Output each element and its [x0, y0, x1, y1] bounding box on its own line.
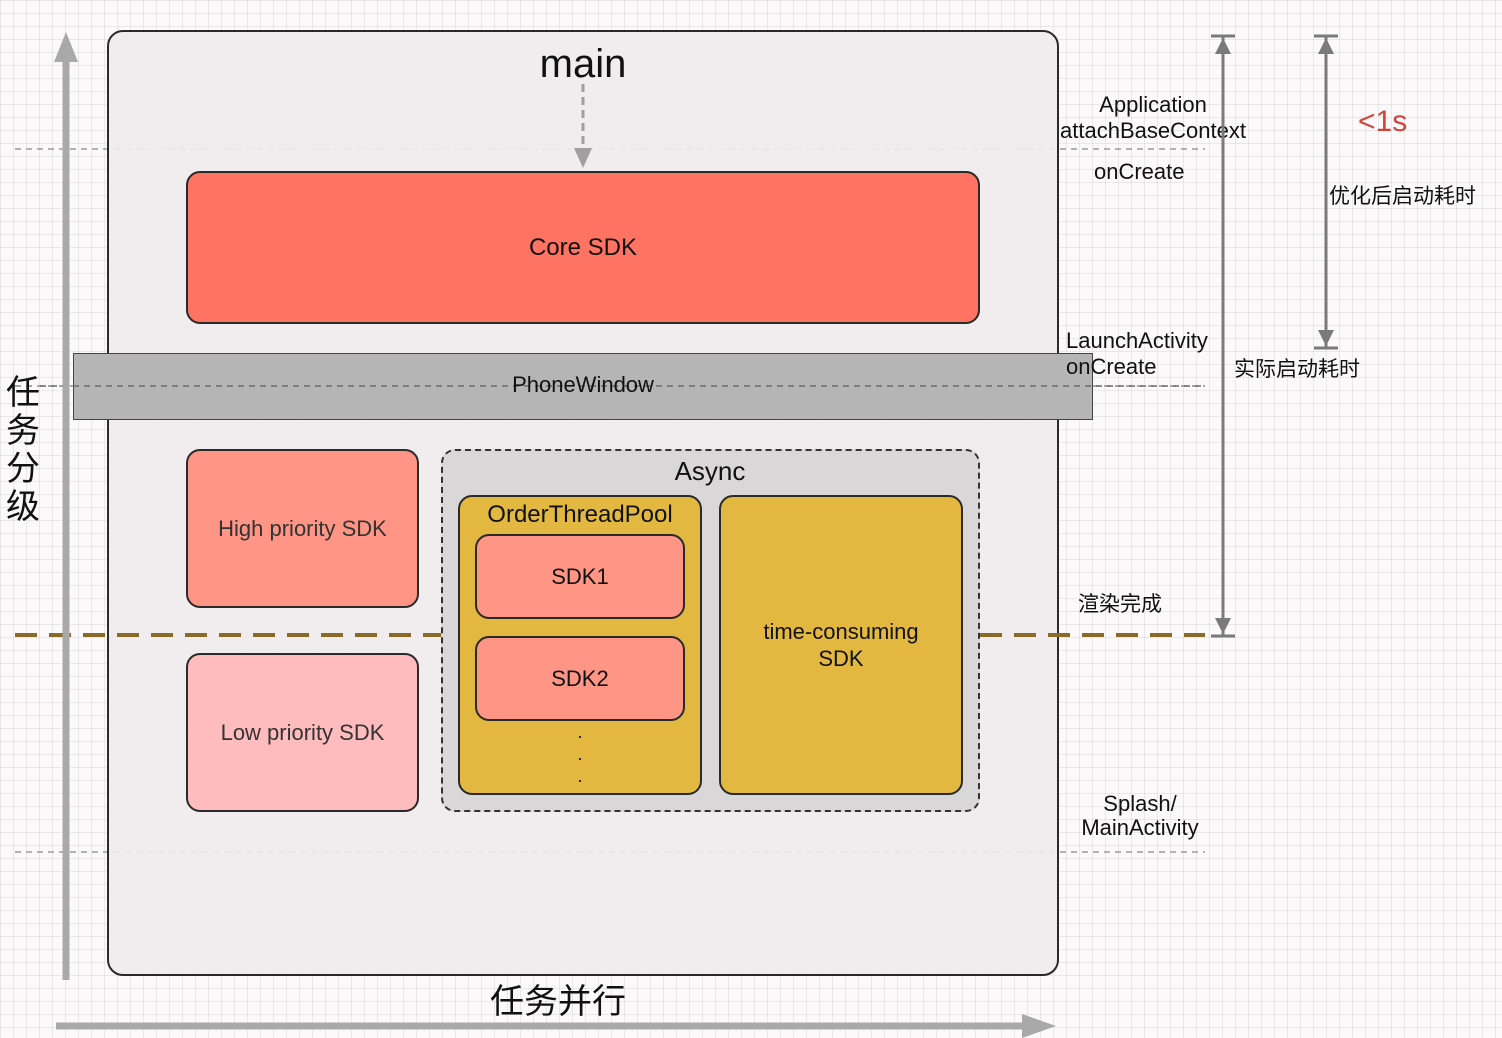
core-sdk-box: Core SDK: [186, 171, 980, 324]
actual-startup-time-label: 实际启动耗时: [1234, 357, 1360, 381]
sdk1-label: SDK1: [551, 563, 609, 589]
actual-startup-span-arrow: [1211, 34, 1235, 638]
stage-splash-label: Splash/ MainActivity: [1081, 791, 1199, 841]
horizontal-axis-arrow: [56, 1014, 1056, 1038]
stage-launch-activity-label: LaunchActivity onCreate: [1066, 328, 1208, 380]
time-consuming-sdk-label: time-consuming SDK: [763, 618, 919, 672]
sdk2-box: SDK2: [475, 636, 685, 721]
core-sdk-label: Core SDK: [528, 233, 638, 261]
phone-window-label: PhoneWindow: [512, 372, 654, 397]
time-limit-label: <1s: [1358, 105, 1408, 138]
sdk1-box: SDK1: [475, 534, 685, 619]
low-priority-sdk-label: Low priority SDK: [220, 719, 385, 745]
optimized-startup-span-arrow: [1314, 34, 1338, 350]
main-to-core-arrow: [574, 84, 592, 168]
more-sdks-ellipsis: · · ·: [577, 726, 583, 790]
sdk2-label: SDK2: [551, 665, 609, 691]
optimized-startup-time-label: 优化后启动耗时: [1329, 184, 1476, 208]
main-title: main: [539, 42, 627, 86]
stage-application-label: Application attachBaseContext: [1060, 92, 1246, 144]
stage-render-done-label: 渲染完成: [1078, 592, 1162, 616]
order-thread-pool-label: OrderThreadPool: [487, 501, 673, 528]
stage-oncreate-label: onCreate: [1094, 159, 1185, 184]
vertical-axis-label: 任 务 分 级: [6, 373, 40, 527]
time-consuming-sdk-box: time-consuming SDK: [719, 495, 963, 795]
low-priority-sdk-box: Low priority SDK: [186, 653, 419, 812]
high-priority-sdk-label: High priority SDK: [218, 515, 387, 541]
vertical-axis-arrow: [54, 32, 78, 980]
async-label: Async: [674, 456, 746, 486]
horizontal-axis-label: 任务并行: [490, 982, 626, 1022]
high-priority-sdk-box: High priority SDK: [186, 449, 419, 608]
